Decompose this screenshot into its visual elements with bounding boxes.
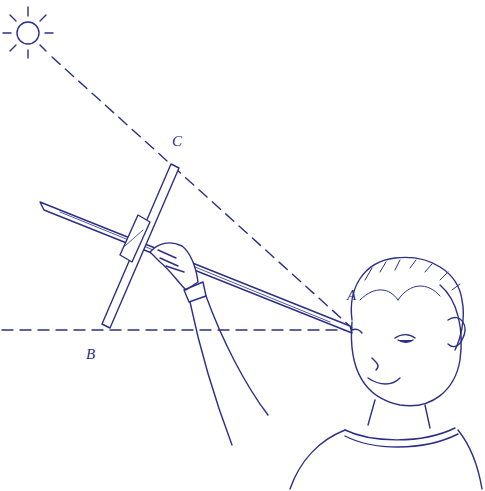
collar: [345, 428, 455, 440]
hand: [150, 243, 206, 302]
point-label: B: [86, 347, 95, 362]
sun-symbol: [3, 7, 53, 58]
neck: [368, 400, 430, 428]
slider-block: [120, 215, 150, 262]
point-label: A: [347, 288, 356, 303]
staff-rod: [40, 202, 352, 333]
point-label: C: [172, 134, 182, 149]
shoulders: [290, 430, 482, 489]
horizon-line: [2, 329, 345, 330]
staff-shading: [60, 212, 330, 322]
boy-head: [351, 257, 465, 405]
sight-line: [52, 57, 352, 328]
arm: [190, 302, 232, 445]
